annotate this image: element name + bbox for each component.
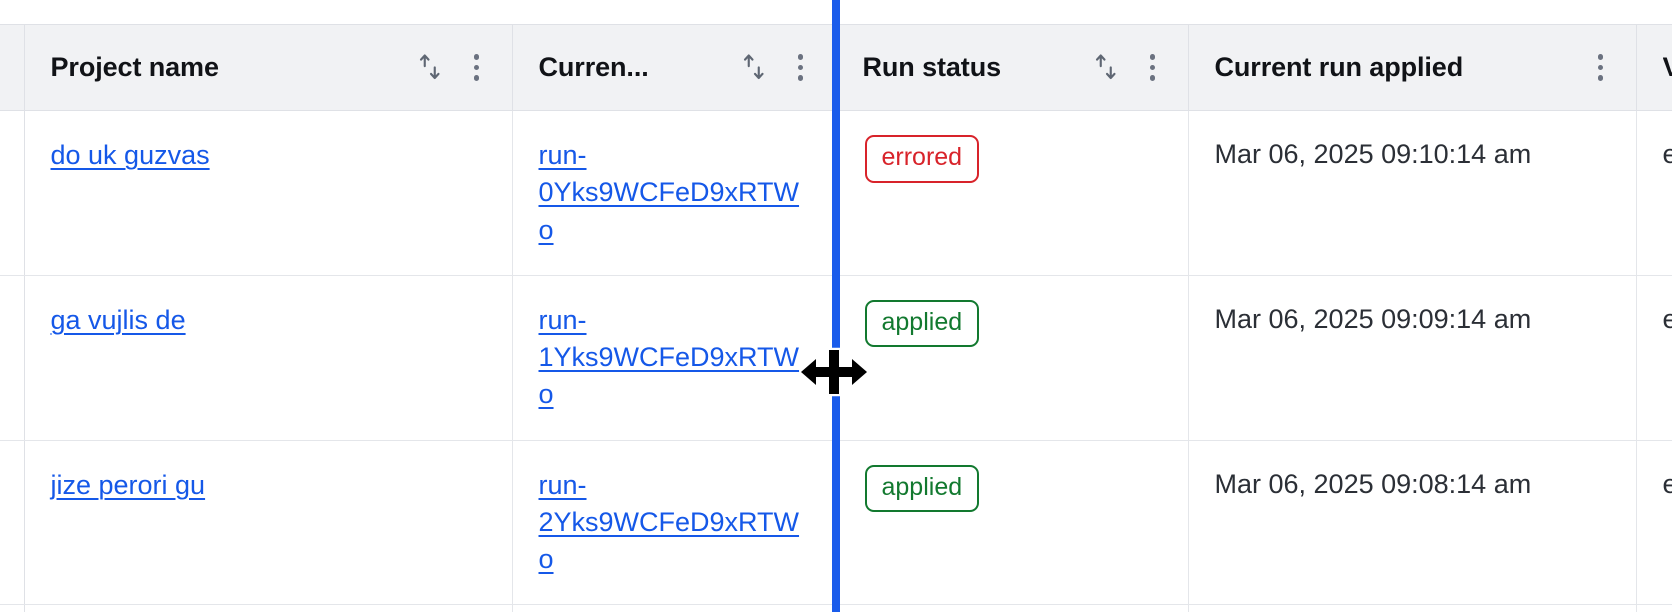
cell-current-run-applied: Mar 06, 2025 09:07:14 am [1188,604,1637,612]
kebab-menu-icon[interactable] [1140,51,1166,85]
cell-current-run: run-0Yks9WCFeD9xRTWo [512,110,837,276]
current-run-link[interactable]: run-0Yks9WCFeD9xRTWo [538,140,800,245]
row-gutter [0,604,25,612]
sort-icon[interactable] [1092,51,1122,85]
cell-current-run: run-2Yks9WCFeD9xRTWo [512,440,837,606]
kebab-menu-icon[interactable] [788,51,814,85]
sort-icon[interactable] [740,51,770,85]
current-run-link[interactable]: run-2Yks9WCFeD9xRTWo [538,469,800,575]
sort-icon[interactable] [416,51,446,85]
column-header-label: Project name [50,52,219,82]
column-header-next-partial[interactable]: V [1636,24,1672,111]
table-row: ga vujlis de run-1Yks9WCFeD9xRTWo applie… [0,275,1672,441]
next-col-text: e [1662,303,1672,334]
cell-run-status: applied [836,440,1189,606]
row-gutter [0,110,25,276]
cell-run-status: errored [836,110,1189,276]
current-run-link[interactable]: run-1Yks9WCFeD9xRTWo [538,304,800,410]
status-badge: errored [864,135,980,183]
row-gutter [0,440,25,606]
timestamp-text: Mar 06, 2025 09:10:14 am [1214,139,1532,169]
column-header-label: Run status [862,52,1002,82]
project-name-link[interactable]: do uk guzvas [50,140,210,170]
next-col-text: e [1662,468,1672,499]
table-row: jokbopu vipsu umbi run-3Yks9WCFeD9xRTWo … [0,604,1672,612]
cell-current-run: run-3Yks9WCFeD9xRTWo [512,604,837,612]
cell-current-run-applied: Mar 06, 2025 09:08:14 am [1188,440,1637,606]
timestamp-text: Mar 06, 2025 09:09:14 am [1214,303,1532,334]
cell-current-run: run-1Yks9WCFeD9xRTWo [512,275,837,441]
cell-run-status: planned [836,604,1189,612]
cell-next-partial: e [1636,440,1672,606]
cell-next-partial: e [1636,275,1672,441]
cell-project-name: jokbopu vipsu umbi [24,604,513,612]
column-header-run-status[interactable]: Run status [836,24,1189,111]
table-row: jize perori gu run-2Yks9WCFeD9xRTWo appl… [0,440,1672,606]
cell-next-partial: e [1636,604,1672,612]
cell-next-partial: e [1636,110,1672,276]
timestamp-text: Mar 06, 2025 09:08:14 am [1214,468,1532,499]
cell-current-run-applied: Mar 06, 2025 09:09:14 am [1188,275,1637,441]
cell-project-name: ga vujlis de [24,275,513,441]
cell-project-name: do uk guzvas [24,110,513,276]
header-row: Project name [0,24,1672,111]
cell-current-run-applied: Mar 06, 2025 09:10:14 am [1188,110,1637,276]
column-header-current-run[interactable]: Curren... [512,24,837,111]
top-spacer [0,0,1672,24]
column-header-current-run-applied[interactable]: Current run applied [1188,24,1637,111]
row-gutter [0,275,25,441]
projects-table: Project name [0,24,1672,612]
status-badge: applied [864,464,980,512]
status-badge: applied [864,299,980,348]
cell-run-status: applied [836,275,1189,441]
kebab-menu-icon[interactable] [1588,51,1614,85]
column-header-project-name[interactable]: Project name [24,24,513,111]
column-header-label: Current run applied [1214,52,1464,82]
cell-project-name: jize perori gu [24,440,513,606]
project-name-link[interactable]: jize perori gu [50,469,206,500]
column-header-label: V [1663,52,1672,83]
kebab-menu-icon[interactable] [464,51,490,85]
table-row: do uk guzvas run-0Yks9WCFeD9xRTWo errore… [0,110,1672,276]
row-select-gutter-header [0,24,25,111]
table-body: do uk guzvas run-0Yks9WCFeD9xRTWo errore… [0,110,1672,612]
next-col-text: e [1662,139,1672,169]
project-name-link[interactable]: ga vujlis de [50,304,186,335]
column-header-label: Curren... [538,52,649,82]
table-header: Project name [0,24,1672,111]
